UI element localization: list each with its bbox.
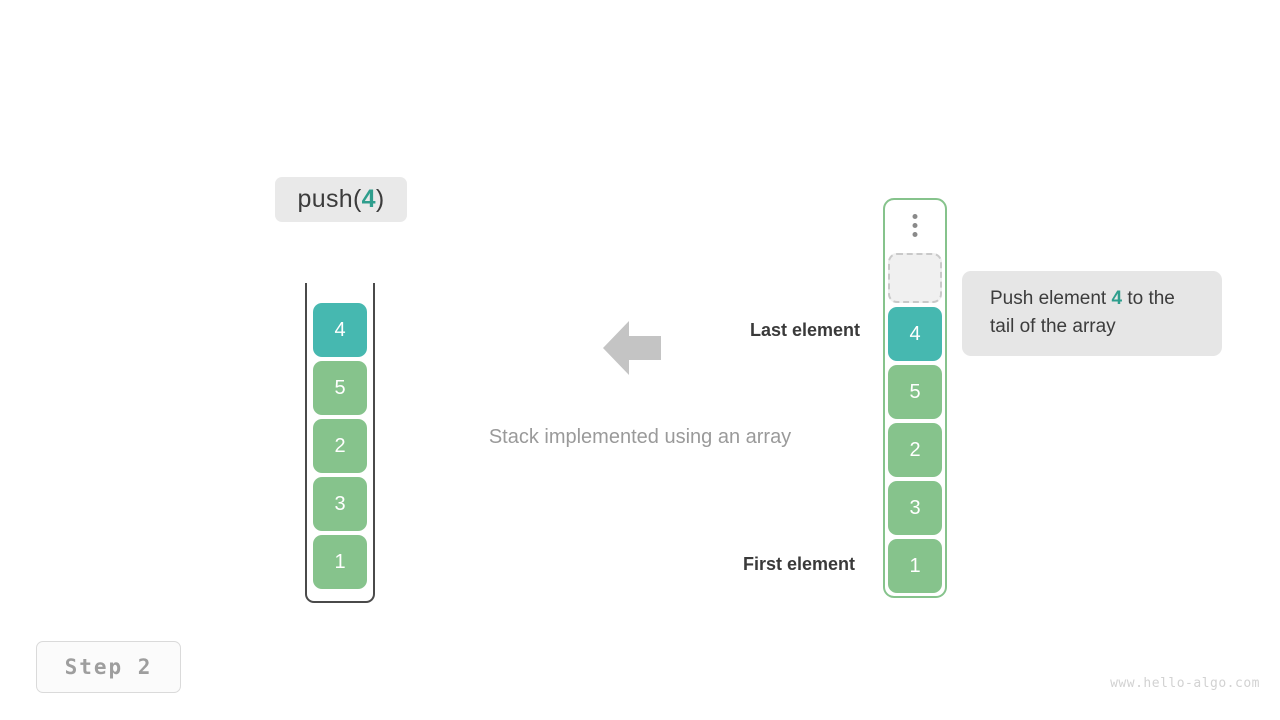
stack-cell-list: 4 5 2 3 1 [305, 283, 375, 589]
callout-text-after: to the tail of the array [990, 288, 1175, 337]
operation-close-paren: ) [375, 185, 385, 213]
operation-label: push(4) [275, 177, 407, 222]
stack-cell: 4 [313, 303, 367, 357]
stack-container-outline [305, 283, 375, 603]
stack-cell: 3 [313, 477, 367, 531]
stack-caption: Stack implemented using an array [488, 426, 792, 448]
array-cell-value: 1 [909, 555, 921, 577]
array-cell: 3 [888, 481, 942, 535]
last-element-label: Last element [749, 320, 860, 340]
stack-cell: 5 [313, 361, 367, 415]
callout-box: Push element 4 to the tail of the array [962, 271, 1222, 357]
stack-cell-value: 4 [334, 319, 346, 341]
ellipsis-dot [912, 214, 918, 219]
stack-cell: 2 [313, 419, 367, 473]
array-cell: 5 [888, 365, 942, 419]
array-cell-list: 4 5 2 3 1 [885, 253, 945, 593]
operation-name: push [297, 185, 353, 213]
stack-cell: 1 [313, 535, 367, 589]
stack-cell-value: 1 [334, 551, 346, 573]
vertical-ellipsis-icon [912, 214, 918, 237]
array-cell-value: 4 [909, 323, 921, 345]
first-element-label: First element [742, 554, 855, 574]
stack-visualization: 4 5 2 3 1 [305, 283, 375, 603]
stack-cell-value: 3 [334, 493, 346, 515]
array-cell: 2 [888, 423, 942, 477]
operation-open-paren: ( [352, 185, 362, 213]
stack-cell-value: 5 [334, 377, 346, 399]
callout-highlight-value: 4 [1111, 288, 1123, 309]
array-empty-slot [888, 253, 942, 303]
array-cell-value: 5 [909, 381, 921, 403]
array-cell: 1 [888, 539, 942, 593]
array-cell: 4 [888, 307, 942, 361]
ellipsis-dot [912, 223, 918, 228]
arrow-left-icon [603, 321, 661, 375]
callout-text-before: Push element [990, 288, 1112, 309]
step-badge: Step 2 [36, 641, 181, 693]
array-cell-value: 3 [909, 497, 921, 519]
ellipsis-dot [912, 232, 918, 237]
array-cell-value: 2 [909, 439, 921, 461]
stack-cell-value: 2 [334, 435, 346, 457]
watermark: www.hello-algo.com [1110, 676, 1260, 691]
operation-argument: 4 [361, 185, 376, 213]
array-visualization: 4 5 2 3 1 [883, 198, 947, 598]
